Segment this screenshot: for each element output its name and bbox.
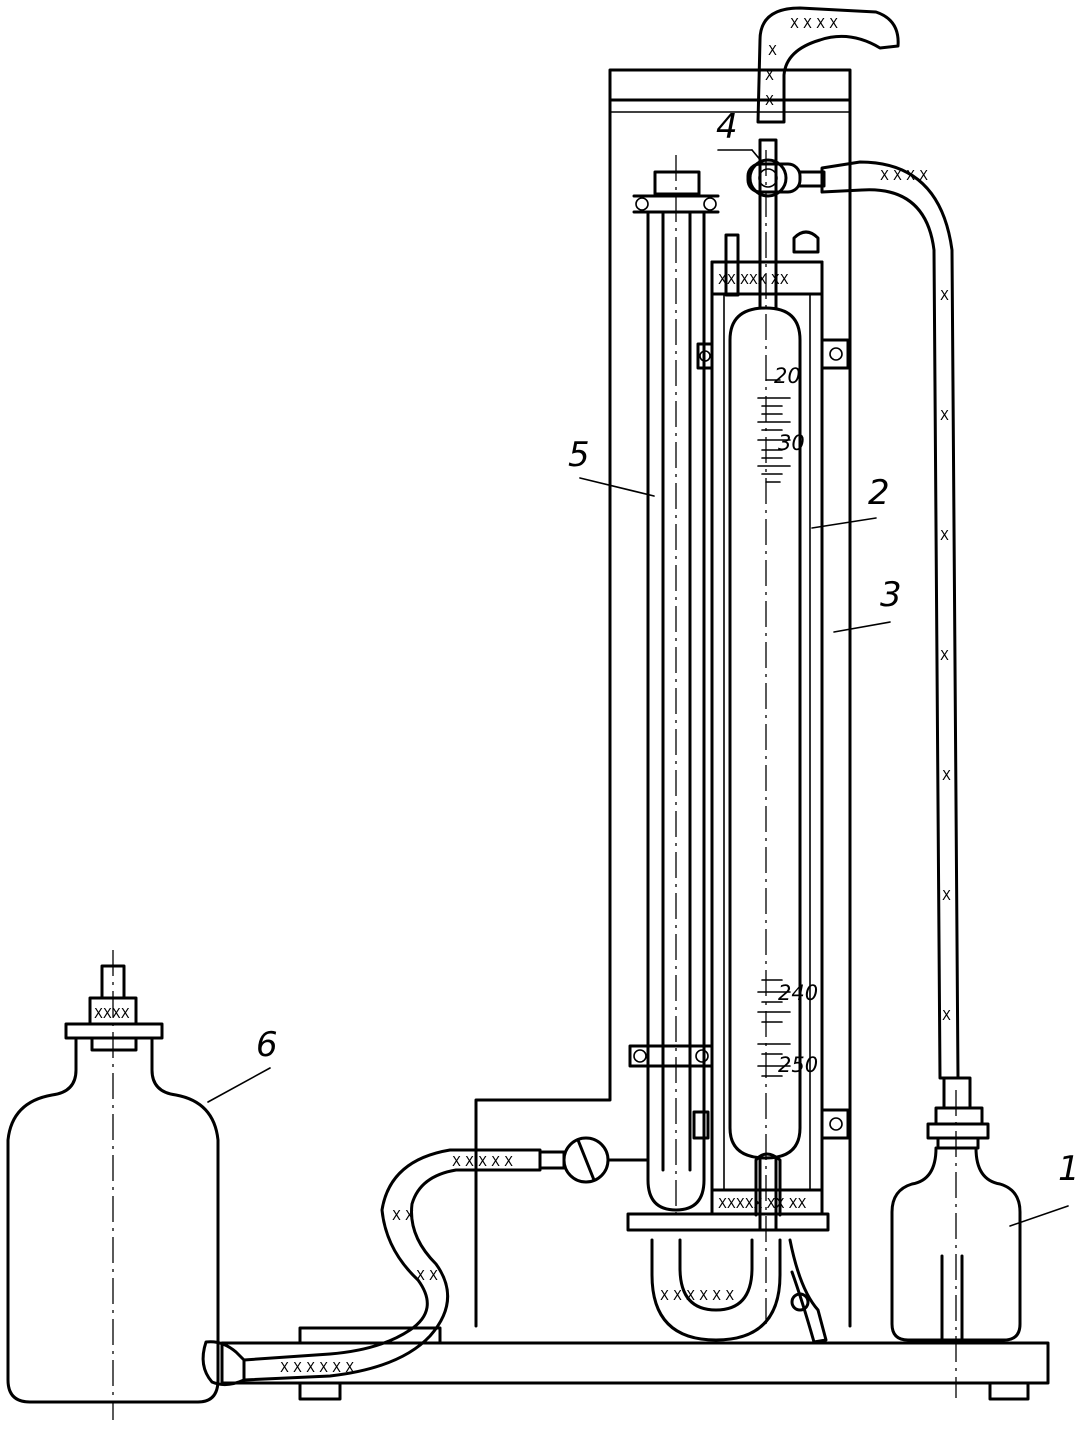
hose-hatch: X <box>942 769 951 784</box>
burette-scale-ticks <box>757 379 791 1077</box>
scale-mark-20: 20 <box>774 364 801 388</box>
side-stopcock <box>538 1136 650 1184</box>
scale-mark-240: 240 <box>778 981 818 1005</box>
callout-labels: 5 2 3 4 6 1 <box>207 107 1080 1227</box>
leveling-bottle-6: XXXX <box>6 950 246 1420</box>
hose-hatch: X X X X <box>880 169 928 184</box>
scale-mark-30: 30 <box>778 431 805 455</box>
hose-hatch: X X X X X X <box>660 1289 734 1304</box>
measuring-burette-2: 20 30 240 250 <box>728 138 818 1325</box>
top-rubber-hose: X X X X X X X <box>756 6 900 124</box>
hose-hatch: X <box>940 409 949 424</box>
absorber-tube-5 <box>628 155 720 1215</box>
bottom-u-tube: X X X X X X <box>626 1212 830 1344</box>
gas-bottle-1 <box>890 1076 1022 1398</box>
label-3: 3 <box>880 575 902 615</box>
hose-hatch: X <box>940 529 949 544</box>
label-5: 5 <box>568 435 590 475</box>
jacket-seal-hatch-bottom: XXXXX XX XX <box>718 1197 807 1212</box>
base-plate <box>220 1326 1050 1401</box>
hose-hatch: X <box>942 889 951 904</box>
hose-hatch: X <box>940 289 949 304</box>
stand-backboard <box>474 68 852 1328</box>
hose-hatch: X X X X <box>790 17 838 32</box>
hose-hatch: X <box>768 44 777 59</box>
three-way-stopcock-4 <box>746 158 826 198</box>
jacket-seal-hatch-top: XX XXX XX <box>718 273 789 288</box>
label-4: 4 <box>716 107 738 147</box>
water-jacket-3: XX XXX XX XXXXX XX XX <box>696 230 850 1216</box>
hose-hatch: X X X X X X <box>280 1361 354 1376</box>
hose-hatch: X <box>940 649 949 664</box>
hose-hatch: X <box>765 94 774 109</box>
hose-hatch: X X <box>416 1269 438 1284</box>
hose-hatch: X X X X X <box>452 1155 513 1170</box>
stopper-hatch: XXXX <box>94 1007 130 1022</box>
label-6: 6 <box>256 1025 278 1065</box>
label-2: 2 <box>868 473 890 513</box>
label-1: 1 <box>1058 1149 1080 1189</box>
scale-mark-250: 250 <box>778 1053 818 1077</box>
hose-hatch: X <box>942 1009 951 1024</box>
connecting-rubber-hose: X X X X X X X X X X X X X X X <box>242 1148 542 1382</box>
right-rubber-hose: X X X X X X X X X X X <box>820 160 960 1080</box>
hose-hatch: X <box>765 69 774 84</box>
hose-hatch: X X <box>392 1209 414 1224</box>
